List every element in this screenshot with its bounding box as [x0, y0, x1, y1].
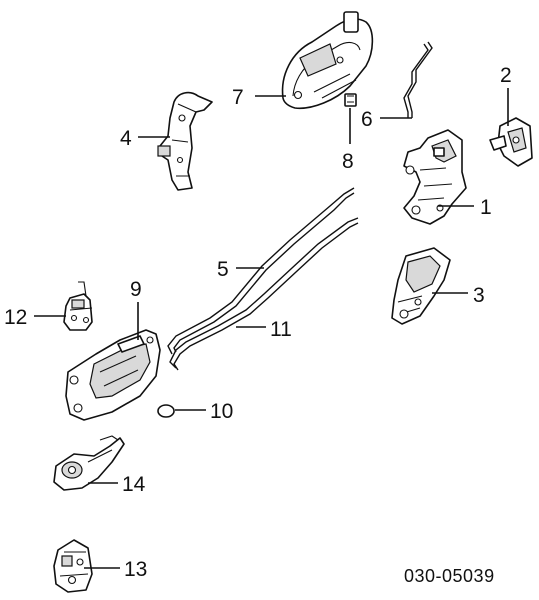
callout-2: 2 — [500, 64, 512, 87]
callout-labels: 7 4 8 6 2 1 3 5 11 9 10 12 14 13 — [4, 64, 512, 581]
callout-5: 5 — [217, 258, 229, 281]
part-13-hinge — [53, 539, 93, 593]
callout-6: 6 — [361, 108, 373, 131]
part-8-clip — [344, 93, 357, 107]
callout-11: 11 — [270, 318, 292, 341]
part-10-grommet — [157, 404, 175, 418]
part-5-rod — [167, 187, 355, 355]
callout-9: 9 — [130, 278, 142, 301]
callout-4: 4 — [120, 127, 132, 150]
callout-8: 8 — [342, 150, 354, 173]
part-4-lock-link — [157, 91, 213, 191]
callout-3: 3 — [473, 284, 485, 307]
callout-14: 14 — [122, 473, 146, 496]
callout-12: 12 — [4, 306, 27, 329]
part-7-outside-handle — [281, 11, 374, 110]
leader-lines — [34, 88, 509, 569]
part-12-bracket — [63, 281, 93, 331]
part-3-lock-actuator — [391, 247, 451, 325]
part-11-rod — [169, 217, 359, 371]
callout-1: 1 — [480, 196, 492, 219]
figure-code: 030-05039 — [404, 566, 495, 586]
part-9-inside-handle — [65, 329, 161, 421]
callout-10: 10 — [210, 400, 233, 423]
part-2-striker — [489, 117, 533, 167]
callout-13: 13 — [124, 558, 147, 581]
part-14-door-check — [53, 435, 125, 491]
part-1-door-lock-assembly — [403, 129, 467, 225]
callout-7: 7 — [232, 86, 244, 109]
part-6-rod — [403, 41, 433, 118]
